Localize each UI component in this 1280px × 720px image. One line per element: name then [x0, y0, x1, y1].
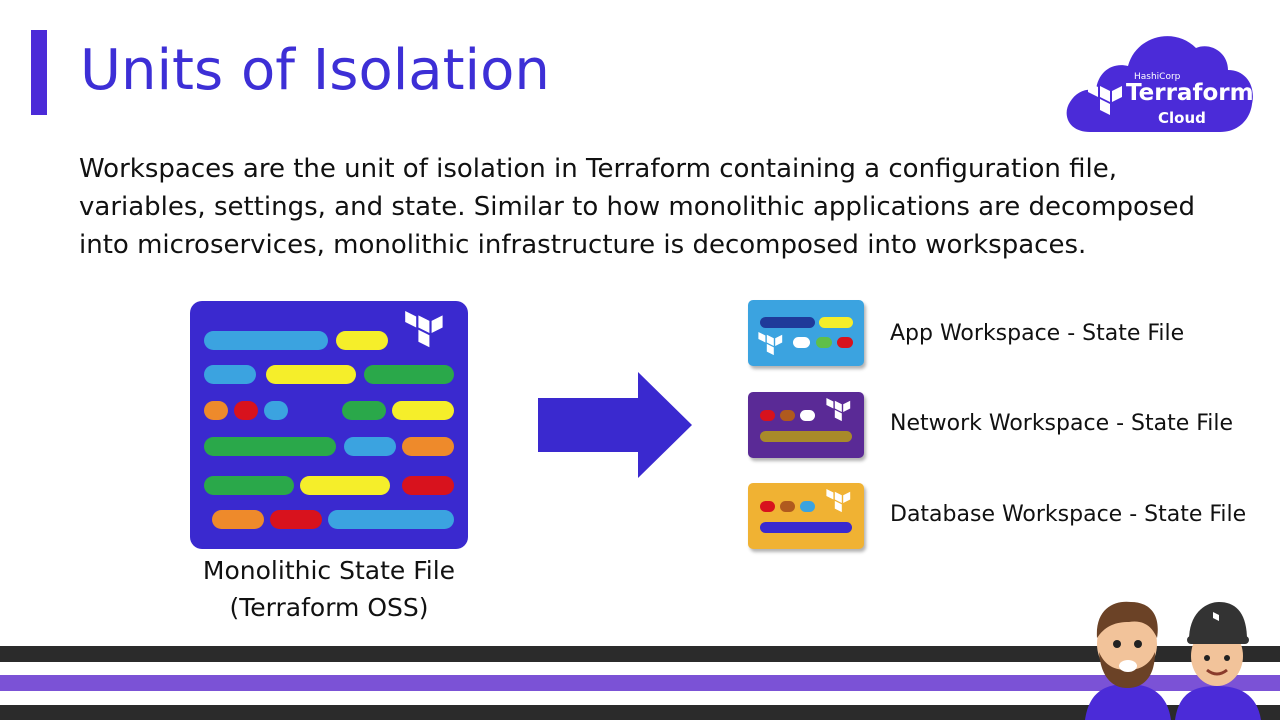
logo-company-text: HashiCorp: [1134, 72, 1181, 82]
app-workspace-label: App Workspace - State File: [890, 321, 1185, 346]
monolithic-caption-line1: Monolithic State File: [202, 556, 456, 585]
monolithic-caption: Monolithic State File (Terraform OSS): [190, 552, 468, 626]
state-line: [204, 331, 328, 350]
state-line: [402, 476, 454, 495]
state-line: [212, 510, 264, 529]
avatar: [1175, 602, 1261, 720]
state-line: [780, 501, 795, 512]
state-line: [800, 501, 815, 512]
footer-stripe-dark: [0, 646, 1280, 662]
state-line: [780, 410, 795, 421]
logo-edition-text: Cloud: [1158, 109, 1206, 127]
terraform-logo-icon: [826, 398, 851, 422]
state-line: [204, 401, 228, 420]
state-line: [760, 317, 815, 328]
presenter-avatars: [1085, 601, 1261, 720]
title-accent-bar: [31, 30, 47, 115]
footer-stripe-purple: [0, 675, 1280, 691]
state-line: [364, 365, 454, 384]
state-line: [344, 437, 396, 456]
terraform-logo-icon: [826, 489, 851, 513]
state-line: [760, 501, 775, 512]
state-line: [300, 476, 390, 495]
state-line: [328, 510, 454, 529]
logo-product-text: Terraform: [1126, 80, 1254, 106]
state-line: [234, 401, 258, 420]
state-line: [204, 476, 294, 495]
terraform-logo-icon: [758, 332, 783, 356]
state-line: [760, 410, 775, 421]
state-line: [760, 522, 852, 533]
state-line: [336, 331, 388, 350]
state-line: [264, 401, 288, 420]
state-line: [760, 431, 852, 442]
state-line: [816, 337, 832, 348]
state-line: [800, 410, 815, 421]
monolithic-state-graphic: [190, 301, 468, 549]
network-workspace-card: [748, 392, 864, 458]
terraform-logo-icon: [405, 311, 443, 348]
database-workspace-card: [748, 483, 864, 549]
arrow-right-icon: [538, 372, 692, 478]
footer-stripe-dark: [0, 705, 1280, 720]
state-line: [342, 401, 386, 420]
database-workspace-label: Database Workspace - State File: [890, 502, 1247, 527]
slide-title: Units of Isolation: [80, 38, 550, 103]
terraform-cloud-logo: HashiCorp Terraform Cloud: [1060, 22, 1260, 142]
monolithic-caption-line2: (Terraform OSS): [229, 593, 429, 622]
cloud-icon: [1066, 36, 1253, 132]
state-line: [204, 437, 336, 456]
network-workspace-label: Network Workspace - State File: [890, 411, 1234, 436]
state-line: [402, 437, 454, 456]
app-workspace-card: [748, 300, 864, 366]
terraform-logo-icon: [1088, 82, 1122, 115]
avatar: [1085, 601, 1171, 720]
state-line: [392, 401, 454, 420]
state-line: [270, 510, 322, 529]
state-line: [793, 337, 810, 348]
state-line: [819, 317, 853, 328]
state-line: [837, 337, 853, 348]
state-line: [266, 365, 356, 384]
slide-description: Workspaces are the unit of isolation in …: [79, 154, 1195, 260]
state-line: [204, 365, 256, 384]
